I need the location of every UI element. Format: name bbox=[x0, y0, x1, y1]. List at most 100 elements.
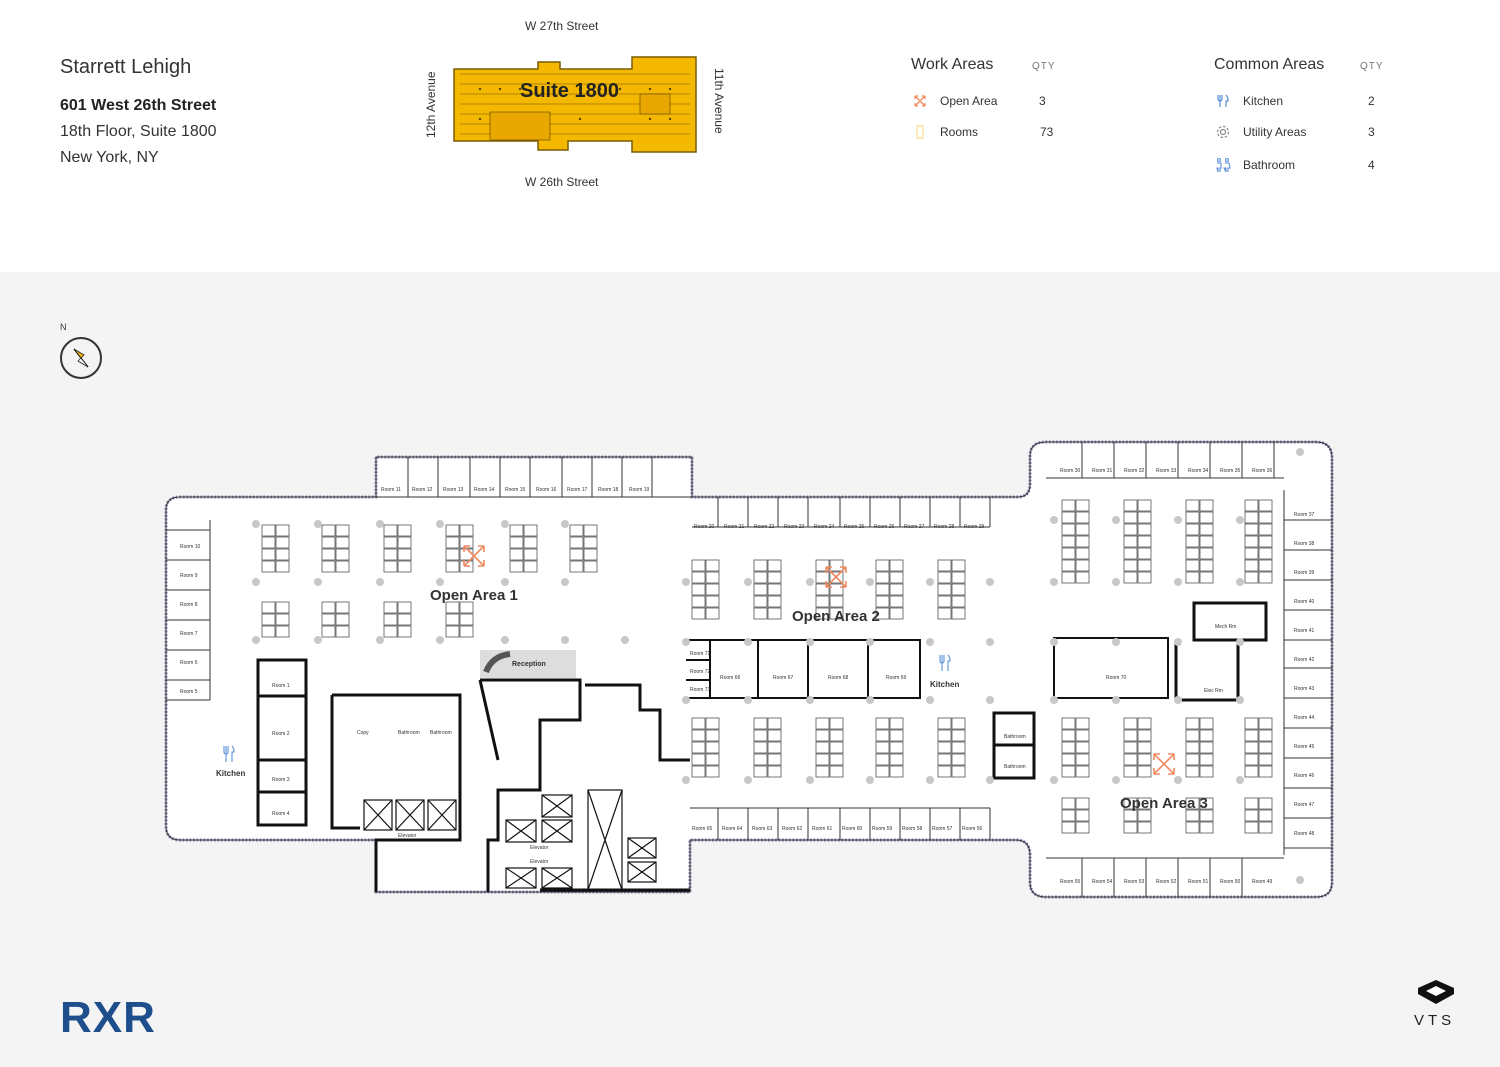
bathroom-qty: 4 bbox=[1368, 158, 1375, 172]
room-label: Room 34 bbox=[1188, 468, 1209, 474]
room-label: Room 27 bbox=[904, 524, 925, 530]
compass-icon[interactable] bbox=[60, 337, 102, 379]
utility-label: Utility Areas bbox=[1243, 125, 1307, 139]
kitchen-label: Kitchen bbox=[1243, 94, 1284, 108]
room-label: Room 31 bbox=[1092, 468, 1113, 474]
room-label: Room 73 bbox=[690, 687, 711, 693]
address-line1: 601 West 26th Street bbox=[60, 97, 217, 114]
room-label: Room 54 bbox=[1092, 879, 1113, 885]
room-label: Room 32 bbox=[1124, 468, 1145, 474]
room-label: Room 69 bbox=[886, 675, 907, 681]
legend-kitchen: Kitchen 2 bbox=[1215, 93, 1415, 109]
rooms-icon bbox=[916, 125, 924, 139]
room-label: Room 28 bbox=[934, 524, 955, 530]
common-areas-title: Common Areas bbox=[1214, 56, 1325, 73]
bathroom-2-label: Bathroom bbox=[430, 730, 452, 736]
utility-icon bbox=[1216, 125, 1230, 139]
room-label: Room 57 bbox=[932, 826, 953, 832]
room-label: Room 41 bbox=[1294, 628, 1315, 634]
room-label: Room 38 bbox=[1294, 541, 1315, 547]
room-label: Room 66 bbox=[720, 675, 741, 681]
address-line2: 18th Floor, Suite 1800 bbox=[60, 123, 217, 140]
room-label: Room 14 bbox=[474, 487, 495, 493]
room-label: Room 6 bbox=[180, 660, 198, 666]
open-area-label: Open Area bbox=[940, 94, 998, 108]
room-label: Room 55 bbox=[1060, 879, 1081, 885]
north-street-label: W 27th Street bbox=[525, 19, 599, 33]
room-label: Room 71 bbox=[690, 651, 711, 657]
room-label: Room 43 bbox=[1294, 686, 1315, 692]
room-label: Room 26 bbox=[874, 524, 895, 530]
copy-room-label: Copy bbox=[357, 730, 369, 736]
suite-label: Suite 1800 bbox=[520, 80, 619, 102]
room-label: Room 10 bbox=[180, 544, 201, 550]
south-street-label: W 26th Street bbox=[525, 175, 599, 189]
room-label: Room 58 bbox=[902, 826, 923, 832]
open-area-2-label: Open Area 2 bbox=[792, 608, 880, 625]
elevator-3-label: Elevator bbox=[530, 859, 549, 865]
room-label: Room 44 bbox=[1294, 715, 1315, 721]
room-label: Room 63 bbox=[752, 826, 773, 832]
legend-open-area: Open Area 3 bbox=[912, 93, 1112, 109]
legend-bathroom: Bathroom 4 bbox=[1215, 157, 1415, 173]
room-label: Room 24 bbox=[814, 524, 835, 530]
elevator-1-label: Elevator bbox=[398, 833, 417, 839]
room-label: Room 48 bbox=[1294, 831, 1315, 837]
room-label: Room 29 bbox=[964, 524, 985, 530]
legend-utility: Utility Areas 3 bbox=[1215, 124, 1415, 140]
header: Starrett Lehigh 601 West 26th Street 18t… bbox=[0, 0, 1500, 272]
room-label: Room 2 bbox=[272, 731, 290, 737]
room-label: Room 7 bbox=[180, 631, 198, 637]
room-label: Room 12 bbox=[412, 487, 433, 493]
room-label: Room 18 bbox=[598, 487, 619, 493]
kitchen-1-label: Kitchen bbox=[216, 769, 246, 778]
utility-qty: 3 bbox=[1368, 125, 1375, 139]
room-label: Room 19 bbox=[629, 487, 650, 493]
room-label: Room 62 bbox=[782, 826, 803, 832]
common-areas-qty-header: QTY bbox=[1360, 61, 1384, 72]
room-label: Room 52 bbox=[1156, 879, 1177, 885]
room-label: Room 42 bbox=[1294, 657, 1315, 663]
room-label: Room 25 bbox=[844, 524, 865, 530]
room-label: Room 50 bbox=[1220, 879, 1241, 885]
work-areas-title: Work Areas bbox=[911, 56, 994, 73]
room-label: Room 23 bbox=[784, 524, 805, 530]
bathroom-1-label: Bathroom bbox=[398, 730, 420, 736]
room-70-label: Room 70 bbox=[1106, 675, 1127, 681]
legend-rooms: Rooms 73 bbox=[912, 124, 1112, 140]
work-areas-qty-header: QTY bbox=[1032, 61, 1056, 72]
rooms-label: Rooms bbox=[940, 125, 979, 139]
building-name: Starrett Lehigh bbox=[60, 56, 192, 78]
bathroom-label: Bathroom bbox=[1243, 158, 1296, 172]
room-label: Room 20 bbox=[694, 524, 715, 530]
key-plan-map bbox=[453, 56, 697, 153]
kitchen-qty: 2 bbox=[1368, 94, 1375, 108]
room-label: Room 11 bbox=[381, 487, 401, 493]
room-label: Room 67 bbox=[773, 675, 794, 681]
kitchen-icon bbox=[1217, 94, 1229, 107]
room-label: Room 39 bbox=[1294, 570, 1315, 576]
room-label: Room 47 bbox=[1294, 802, 1315, 808]
open-area-icon bbox=[914, 95, 926, 107]
room-label: Room 72 bbox=[690, 669, 711, 675]
room-label: Room 5 bbox=[180, 689, 198, 695]
kitchen-2-label: Kitchen bbox=[930, 680, 960, 689]
room-label: Room 37 bbox=[1294, 512, 1315, 518]
room-label: Room 3 bbox=[272, 777, 290, 783]
room-label: Room 65 bbox=[692, 826, 713, 832]
room-label: Room 36 bbox=[1252, 468, 1273, 474]
room-label: Room 35 bbox=[1220, 468, 1241, 474]
bathroom-4-label: Bathroom bbox=[1004, 764, 1026, 770]
room-label: Room 68 bbox=[828, 675, 849, 681]
room-label: Room 59 bbox=[872, 826, 893, 832]
address-line3: New York, NY bbox=[60, 149, 159, 166]
room-label: Room 30 bbox=[1060, 468, 1081, 474]
rxr-logo: RXR bbox=[60, 993, 156, 1042]
room-label: Room 45 bbox=[1294, 744, 1315, 750]
room-label: Room 49 bbox=[1252, 879, 1273, 885]
floor-plan-area bbox=[0, 272, 1500, 1067]
room-label: Room 15 bbox=[505, 487, 526, 493]
open-area-qty: 3 bbox=[1039, 94, 1046, 108]
room-label: Room 13 bbox=[443, 487, 464, 493]
room-label: Room 46 bbox=[1294, 773, 1315, 779]
